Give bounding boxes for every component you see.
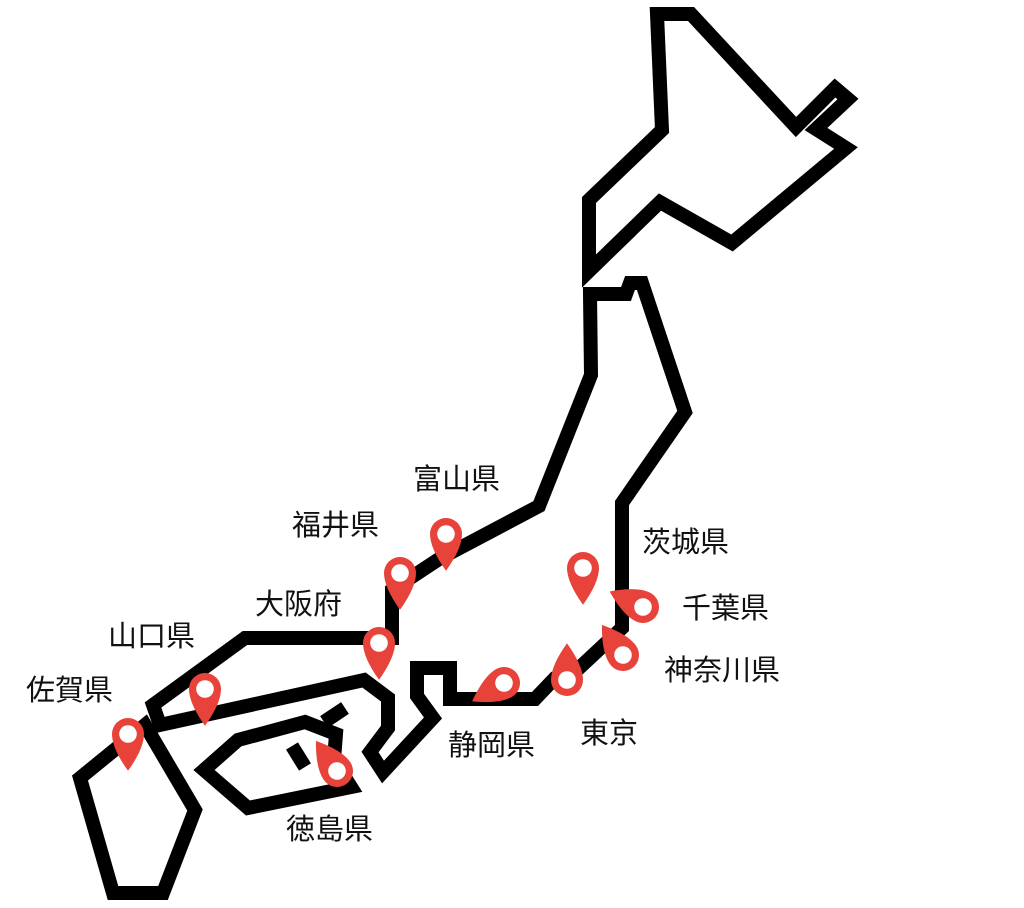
map-pin-icon-hole — [119, 725, 137, 743]
map-pin-icon-hole — [391, 564, 409, 582]
map-pin-icon — [112, 718, 144, 771]
map-pin-icon — [189, 673, 221, 726]
label-tokyo: 東京 — [580, 716, 639, 750]
label-chiba: 千葉県 — [682, 591, 770, 625]
map-pin-icon-hole — [614, 646, 632, 664]
map-pin-icon — [315, 740, 353, 787]
map-pin-icon-hole — [495, 674, 513, 692]
map-pin-icon-hole — [196, 680, 214, 698]
map-pin-icon — [384, 557, 416, 610]
map-pin-icon-hole — [437, 525, 455, 543]
map-pin-icon — [430, 518, 462, 571]
map-pin-icon — [567, 552, 599, 605]
label-fukui: 福井県 — [292, 508, 380, 542]
label-yamaguchi: 山口県 — [108, 619, 196, 653]
map-pin-icon — [363, 627, 395, 680]
map-pin-icon — [551, 643, 583, 696]
map-pin-icon-hole — [328, 762, 346, 780]
map-pin-icon — [472, 667, 520, 703]
map-pin-icon-hole — [370, 634, 388, 652]
map-pin-icon-hole — [558, 671, 576, 689]
map-pin-icon-shape — [609, 589, 659, 623]
label-toyama: 富山県 — [413, 462, 501, 496]
map-pin-icon-hole — [574, 559, 592, 577]
label-shizuoka: 静岡県 — [448, 728, 536, 762]
map-pin-icon — [609, 589, 659, 623]
marker-layer — [112, 518, 659, 787]
shikoku-outline — [193, 714, 363, 816]
map-pin-icon — [601, 624, 639, 671]
honshu-outline — [144, 276, 693, 784]
label-tokushima: 徳島県 — [286, 812, 374, 846]
label-osaka: 大阪府 — [255, 587, 343, 621]
label-ibaraki: 茨城県 — [642, 525, 730, 559]
label-saga: 佐賀県 — [26, 673, 114, 707]
label-kanagawa: 神奈川県 — [664, 653, 781, 687]
map-pin-icon-shape — [472, 667, 520, 703]
hokkaido-outline — [582, 6, 859, 288]
shikoku-notch — [286, 742, 311, 771]
kii-channel-mark — [320, 702, 349, 728]
map-pin-icon-hole — [634, 598, 652, 616]
